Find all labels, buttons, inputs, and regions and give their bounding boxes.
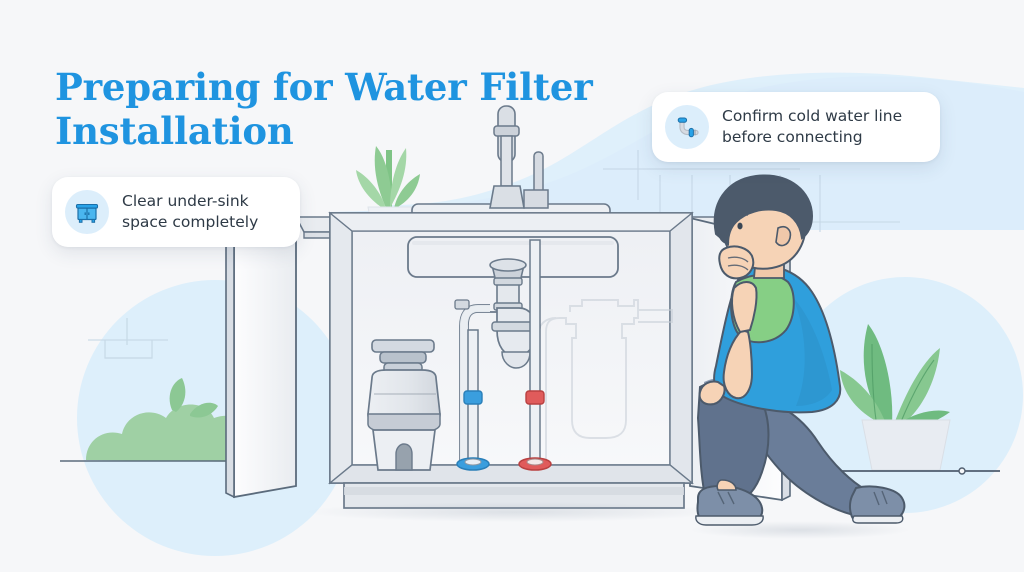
background-line-decor-left: [88, 318, 168, 359]
callout-confirm-cold-water-line[interactable]: Confirm cold water line before connectin…: [652, 92, 940, 162]
person-hair: [713, 174, 814, 247]
person-floor-shadow: [690, 521, 910, 539]
kneeling-person: [695, 174, 906, 526]
pipe-elbow-icon-badge: [665, 105, 709, 149]
hot-water-supply-line: [518, 239, 552, 471]
page-title: Preparing for Water Filter Installation: [55, 64, 593, 153]
person-eye: [737, 222, 743, 230]
callout-clear-under-sink[interactable]: Clear under-sink space completely: [52, 177, 300, 247]
cabinet-top: [328, 212, 694, 232]
potted-plant-large: [840, 324, 951, 471]
faucet: [489, 105, 549, 209]
shrub: [86, 378, 255, 462]
cabinet-right-wall: [669, 211, 693, 485]
cabinet-left-wall: [329, 211, 353, 485]
garbage-disposal: [367, 339, 441, 471]
floor-line-endcap: [958, 467, 966, 475]
background-blob-circle-right: [787, 277, 1023, 513]
person-hand: [718, 245, 755, 280]
sink-basin: [407, 236, 619, 278]
callout-text: Confirm cold water line before connectin…: [722, 107, 903, 146]
cold-water-supply-line: [456, 329, 490, 471]
cabinet-icon-badge: [65, 190, 109, 234]
cabinet-icon: [75, 203, 99, 223]
pipe-elbow-icon: [677, 117, 699, 138]
callout-text: Clear under-sink space completely: [122, 192, 259, 231]
cabinet-door-left: [225, 216, 297, 499]
cabinet-floor-shadow: [305, 502, 725, 522]
cold-line-collar: [463, 390, 483, 405]
hot-line-collar: [525, 390, 545, 405]
